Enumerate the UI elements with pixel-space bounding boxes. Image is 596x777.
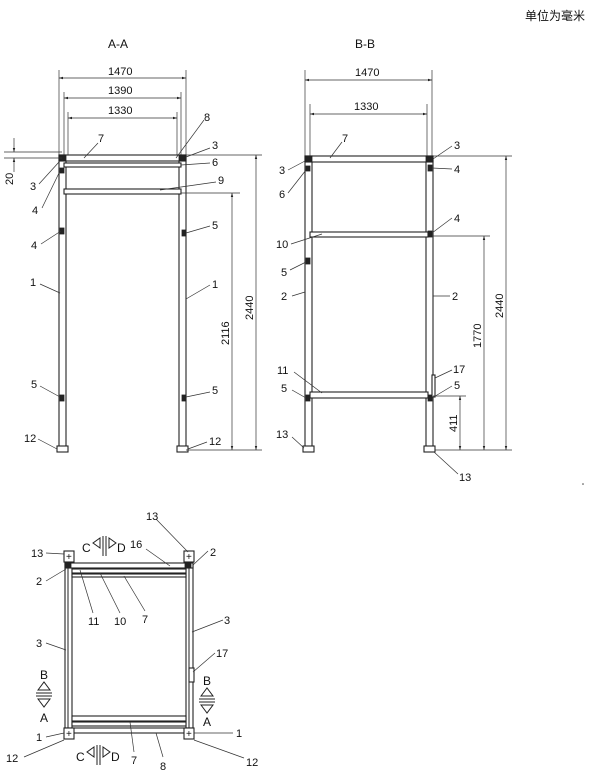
label-7a-plan: 7	[142, 614, 148, 626]
label-13b-bb: 13	[459, 472, 471, 484]
top-beam-plan	[64, 562, 194, 569]
dim-2116-aa: 2116	[220, 321, 232, 345]
label-3b-plan: 3	[224, 615, 230, 627]
label-7-bb: 7	[342, 133, 348, 145]
mid-beam-bb	[309, 231, 429, 238]
post-right-bb	[425, 155, 434, 449]
corner-bl-plan	[63, 727, 75, 740]
label-5c-aa: 5	[212, 385, 218, 397]
view-a-a-title: A-A	[108, 37, 128, 51]
label-9-aa: 9	[218, 175, 224, 187]
dim-1330-bb: 1330	[354, 101, 378, 113]
third-beam-aa	[63, 188, 182, 195]
label-5a-aa: 5	[31, 379, 37, 391]
view-b-b: B-B 1470 1330	[276, 37, 584, 485]
dim-1470-bb: 1470	[355, 67, 379, 79]
label-12b-plan: 12	[246, 757, 258, 769]
label-7b-plan: 7	[131, 755, 137, 767]
label-8-aa: 8	[204, 112, 210, 124]
label-17-plan: 17	[216, 648, 228, 660]
foot-right-aa	[176, 445, 189, 453]
label-3b-bb: 3	[454, 140, 460, 152]
label-3b-aa: 3	[212, 140, 218, 152]
label-1b-aa: 1	[212, 279, 218, 291]
dim-1390-aa: 1390	[108, 85, 132, 97]
label-6-bb: 6	[279, 189, 285, 201]
section-a-left: A	[40, 711, 48, 725]
svg-text:+: +	[186, 729, 192, 740]
section-c-bottom: C	[76, 750, 85, 764]
label-2a-bb: 2	[281, 291, 287, 303]
dim-411-bb: 411	[448, 414, 460, 432]
label-2b-bb: 2	[452, 291, 458, 303]
label-4a-aa: 4	[32, 205, 38, 217]
top-beam-aa	[58, 154, 187, 162]
svg-text:+: +	[66, 729, 72, 740]
label-4a-bb: 4	[454, 164, 460, 176]
label-8-plan: 8	[160, 761, 166, 773]
label-12a-aa: 12	[24, 433, 36, 445]
section-d-top: D	[117, 541, 126, 555]
label-5a-bb: 5	[281, 267, 287, 279]
label-12b-aa: 12	[209, 436, 221, 448]
dim-2440-bb: 2440	[494, 294, 506, 318]
label-6-aa: 6	[212, 157, 218, 169]
label-4b-aa: 4	[31, 240, 37, 252]
label-10-bb: 10	[276, 239, 288, 251]
label-5b-aa: 5	[212, 220, 218, 232]
post-right-aa	[178, 154, 187, 449]
label-10-plan: 10	[114, 616, 126, 628]
dim-1770-bb: 1770	[472, 324, 484, 348]
svg-text:+: +	[186, 552, 192, 563]
view-b-b-title: B-B	[355, 37, 375, 51]
bottom-beam-plan	[71, 715, 187, 722]
view-a-a: A-A 1470 1390 1330	[4, 37, 262, 453]
label-3a-plan: 3	[36, 638, 42, 650]
section-b-right: B	[203, 674, 211, 688]
label-17-bb: 17	[453, 364, 465, 376]
label-1a-aa: 1	[30, 277, 36, 289]
plan-view: + + + + C D C D B A B A	[6, 511, 258, 773]
post-left-bb	[304, 155, 313, 449]
section-a-right: A	[203, 715, 211, 729]
label-13a-plan: 13	[31, 548, 43, 560]
low-beam-bb	[309, 391, 429, 399]
label-2a-plan: 2	[36, 576, 42, 588]
label-1b-plan: 1	[236, 728, 242, 740]
dim-20-aa: 20	[4, 173, 16, 185]
section-c-top: C	[82, 541, 91, 555]
label-5b-bb: 5	[281, 383, 287, 395]
label-1a-plan: 1	[36, 732, 42, 744]
label-12a-plan: 12	[6, 753, 18, 765]
label-7-aa: 7	[98, 133, 104, 145]
top-beam-bb	[304, 155, 434, 163]
unit-note: 单位为毫米	[525, 8, 585, 23]
label-13b-plan: 13	[146, 511, 158, 523]
foot-right-bb	[423, 445, 436, 453]
corner-br-plan	[183, 727, 195, 740]
label-4b-bb: 4	[454, 213, 460, 225]
label-11-bb: 11	[277, 365, 288, 377]
dim-2440-aa: 2440	[244, 296, 256, 320]
foot-left-aa	[56, 445, 69, 453]
label-16-plan: 16	[130, 539, 142, 551]
second-beam-aa	[63, 162, 182, 168]
section-b-left: B	[40, 668, 48, 682]
label-5c-bb: 5	[454, 380, 460, 392]
label-13a-bb: 13	[276, 429, 288, 441]
label-3a-bb: 3	[279, 165, 285, 177]
dim-1330-aa: 1330	[108, 105, 132, 117]
label-11-plan: 11	[88, 616, 99, 628]
foot-left-bb	[302, 445, 315, 453]
svg-text:+: +	[66, 552, 72, 563]
section-d-bottom: D	[111, 750, 120, 764]
dim-1470-aa: 1470	[108, 66, 132, 78]
label-2b-plan: 2	[210, 547, 216, 559]
post-left-aa	[58, 154, 67, 449]
label-3a-aa: 3	[30, 181, 36, 193]
